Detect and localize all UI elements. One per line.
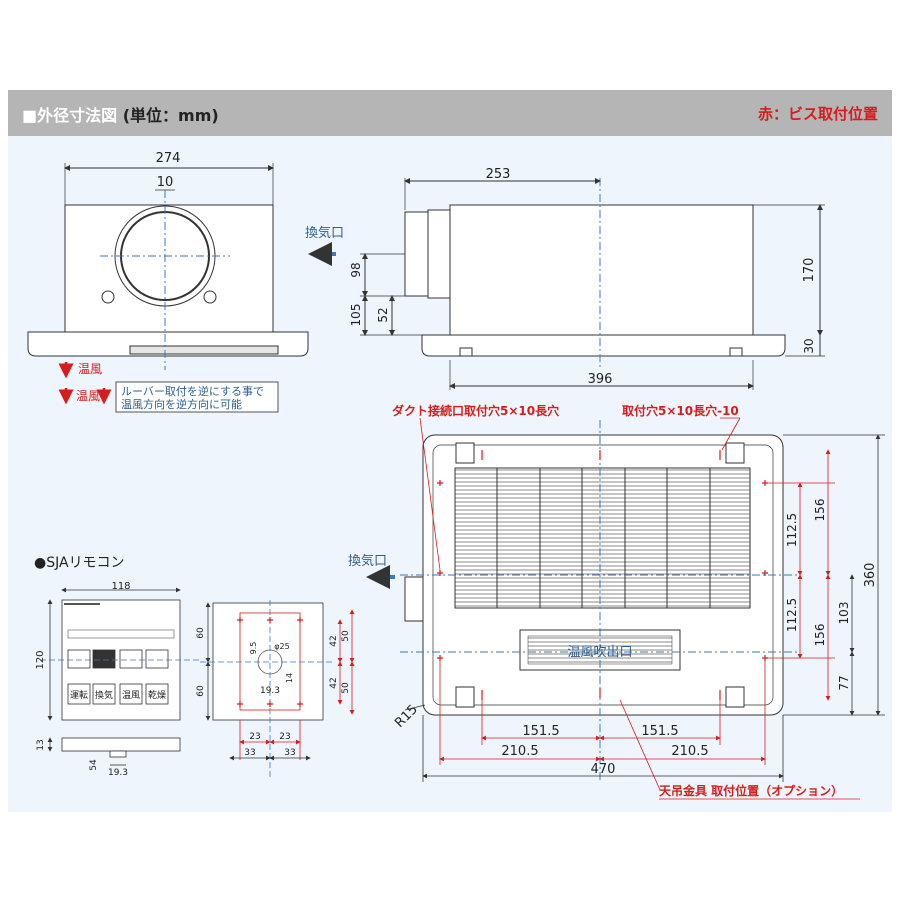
dim-side-396: 396 bbox=[588, 372, 613, 387]
dim-112-5-top: 112.5 bbox=[785, 513, 799, 547]
warm-air-indicators bbox=[58, 362, 279, 413]
duct-hole-note: ダクト接続口取付穴5×10長穴 bbox=[392, 403, 559, 418]
dim-front-offset: 10 bbox=[157, 175, 174, 190]
dim-156-top: 156 bbox=[813, 499, 827, 522]
remote-mount-plate bbox=[212, 602, 324, 721]
front-view bbox=[27, 163, 309, 370]
exhaust-label-side: 換気口 bbox=[305, 225, 344, 241]
top-grille bbox=[454, 467, 751, 609]
louver-note-line-2: 温風方向を逆方向に可能 bbox=[121, 397, 242, 411]
mount-dim-33-right: 33 bbox=[284, 748, 295, 758]
mount-dim-50-bottom: 50 bbox=[341, 682, 351, 694]
dim-103: 103 bbox=[837, 602, 851, 625]
dim-side-170: 170 bbox=[802, 258, 817, 283]
mount-hole-note: 取付穴5×10長穴-10 bbox=[622, 403, 739, 418]
dim-side-253: 253 bbox=[486, 167, 511, 182]
remote-button-3: 温風 bbox=[122, 690, 140, 701]
mount-hole-diameter: φ25 bbox=[274, 642, 289, 651]
radius-label: R15 bbox=[392, 702, 421, 731]
warm-air-label-1: 温風 bbox=[78, 362, 102, 376]
hanger-note: 天吊金具 取付位置（オプション） bbox=[659, 783, 843, 798]
front-screw-left bbox=[101, 290, 115, 304]
dim-360: 360 bbox=[863, 563, 878, 588]
front-louver bbox=[129, 345, 279, 355]
remote-depth: 13 bbox=[36, 739, 46, 750]
screw-marks bbox=[437, 450, 768, 700]
mount-dim-60-top: 60 bbox=[196, 627, 206, 639]
remote-mount-screws bbox=[237, 617, 303, 707]
dim-77: 77 bbox=[837, 675, 851, 690]
screw-position-note: 赤：ビス取付位置 bbox=[757, 105, 878, 123]
mount-dim-60-bottom: 60 bbox=[196, 685, 206, 697]
dim-side-30: 30 bbox=[802, 338, 816, 353]
top-exhaust-collar bbox=[404, 576, 424, 622]
louver-note-box bbox=[115, 381, 279, 413]
dim-210-5-right: 210.5 bbox=[671, 744, 708, 759]
title-main: ■外径寸法図 bbox=[22, 106, 118, 125]
mount-dim-9-5: 9.5 bbox=[249, 642, 258, 655]
mount-dim-33-left: 33 bbox=[244, 748, 255, 758]
remote-dim-19-3: 19.3 bbox=[108, 768, 128, 778]
top-view bbox=[400, 420, 800, 780]
warm-air-label-2: 温風 bbox=[76, 389, 100, 403]
remote-button-1: 運転 bbox=[70, 690, 88, 701]
remote-height: 120 bbox=[35, 650, 46, 669]
mount-dim-42-bottom: 42 bbox=[329, 677, 339, 688]
dim-side-105: 105 bbox=[349, 304, 363, 327]
remote-dim-54: 54 bbox=[89, 759, 99, 771]
dim-210-5-left: 210.5 bbox=[501, 744, 538, 759]
dim-470: 470 bbox=[591, 762, 616, 777]
remote-title: ●SJAリモコン bbox=[34, 555, 125, 571]
top-dimensions bbox=[419, 417, 835, 791]
side-view bbox=[360, 178, 825, 390]
dim-112-5-bottom: 112.5 bbox=[785, 598, 799, 632]
dim-side-52: 52 bbox=[376, 307, 390, 322]
outlet-label: 温風吹出口 bbox=[567, 645, 632, 660]
remote-width: 118 bbox=[111, 581, 130, 592]
dim-side-98: 98 bbox=[349, 262, 363, 277]
mount-dim-14: 14 bbox=[285, 673, 294, 683]
louver-note-line-1: ルーバー取付を逆にする事で bbox=[121, 384, 264, 398]
side-duct-tip bbox=[404, 211, 429, 297]
remote-button-4: 乾燥 bbox=[148, 689, 166, 701]
dim-156-bottom: 156 bbox=[813, 624, 827, 647]
remote-front bbox=[40, 587, 200, 766]
header-bar: ■外径寸法図 (単位：mm) 赤：ビス取付位置 bbox=[8, 90, 892, 136]
side-body bbox=[449, 204, 754, 336]
dim-151-5-right: 151.5 bbox=[641, 724, 678, 739]
title-unit: (単位：mm) bbox=[122, 106, 219, 125]
side-duct-collar bbox=[427, 209, 451, 299]
mount-dim-42-top: 42 bbox=[329, 635, 339, 646]
dim-front-width: 274 bbox=[156, 151, 181, 166]
top-dimensions-black bbox=[404, 434, 885, 782]
side-flange bbox=[421, 334, 786, 357]
mount-dim-23-right: 23 bbox=[279, 732, 290, 742]
remote-mount bbox=[200, 600, 355, 780]
mount-dim-50-top: 50 bbox=[341, 630, 351, 642]
mount-dim-19-3: 19.3 bbox=[260, 686, 280, 696]
dim-151-5-left: 151.5 bbox=[522, 724, 559, 739]
remote-button-2: 換気 bbox=[95, 689, 113, 701]
page-title: ■外径寸法図 (単位：mm) bbox=[22, 102, 219, 126]
front-screw-right bbox=[203, 290, 217, 304]
exhaust-label-top: 換気口 bbox=[348, 553, 387, 569]
mount-dim-23-left: 23 bbox=[249, 732, 260, 742]
